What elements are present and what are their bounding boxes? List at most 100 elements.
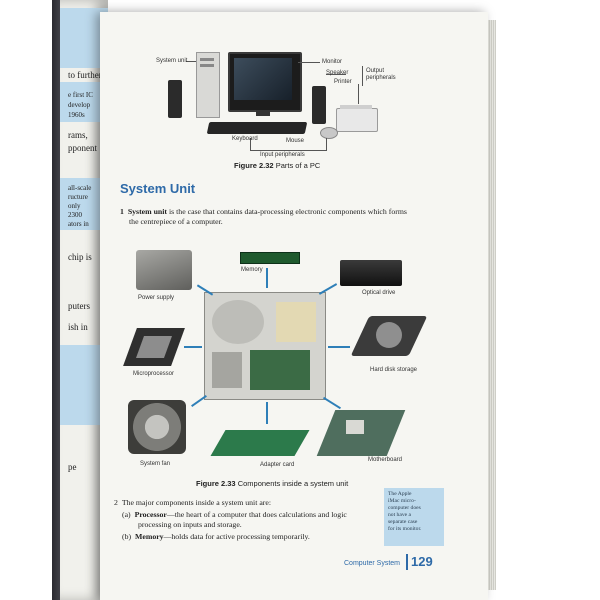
paragraph: 1 System unit is the case that contains … bbox=[120, 207, 407, 216]
figure-number: Figure 2.33 bbox=[196, 479, 236, 488]
system-unit-image bbox=[196, 52, 220, 118]
label-system-unit: System unit bbox=[156, 58, 188, 64]
arrow bbox=[318, 283, 338, 295]
arrow bbox=[322, 396, 342, 410]
left-text: all-scale bbox=[68, 184, 92, 192]
system-fan-image bbox=[128, 400, 186, 454]
paragraph-term: System unit bbox=[127, 207, 168, 216]
item-term: Processor bbox=[134, 510, 167, 519]
left-text: to further bbox=[68, 70, 102, 80]
paragraph-line2: the centrepiece of a computer. bbox=[129, 217, 223, 226]
memory-image bbox=[240, 252, 300, 264]
footer-section: Computer System bbox=[344, 560, 401, 567]
arrow bbox=[191, 395, 207, 407]
item-text: —holds data for active processing tempor… bbox=[163, 532, 310, 541]
figure-title: Components inside a system unit bbox=[237, 479, 349, 488]
list-item: (b) Memory—holds data for active process… bbox=[122, 532, 310, 541]
monitor-stand-image bbox=[256, 110, 270, 116]
label-keyboard: Keyboard bbox=[232, 136, 258, 142]
left-text: develop bbox=[68, 101, 91, 109]
left-text: e first IC bbox=[68, 91, 93, 99]
mouse-image bbox=[320, 127, 338, 139]
case-fan-image bbox=[212, 300, 264, 344]
item-term: Memory bbox=[135, 532, 164, 541]
label-input-peripherals: Input peripherals bbox=[260, 152, 305, 158]
left-text: rams, bbox=[68, 130, 88, 140]
label-monitor: Monitor bbox=[322, 59, 343, 65]
label-printer: Printer bbox=[334, 79, 352, 85]
label-speaker: Speaker bbox=[326, 70, 349, 76]
leader-line bbox=[326, 74, 346, 75]
arrow bbox=[266, 402, 268, 424]
book-page: System unit Monitor Speaker Printer Outp… bbox=[100, 12, 488, 600]
left-text: ators in bbox=[68, 220, 89, 228]
label-hard-disk: Hard disk storage bbox=[370, 367, 418, 373]
list-item: (a) Processor—the heart of a computer th… bbox=[122, 510, 347, 519]
label-power-supply: Power supply bbox=[138, 295, 175, 301]
label-system-fan: System fan bbox=[140, 461, 171, 467]
power-supply-image bbox=[136, 250, 192, 290]
left-text: pponent bbox=[68, 143, 97, 153]
side-note-line: The Apple bbox=[388, 491, 412, 497]
figure-title: Parts of a PC bbox=[275, 161, 321, 170]
leader-line bbox=[358, 84, 359, 104]
label-output-peripherals: Output peripherals bbox=[366, 68, 396, 81]
right-speaker-image bbox=[312, 86, 326, 124]
case-psu-image bbox=[276, 302, 316, 342]
left-text: ish in bbox=[68, 322, 88, 332]
side-note-line: separate case bbox=[388, 519, 418, 525]
disk-platter-image bbox=[376, 322, 402, 348]
label-memory: Memory bbox=[241, 267, 263, 273]
case-bay-image bbox=[212, 352, 242, 388]
leader-line bbox=[186, 61, 196, 62]
side-note-line: iMac micro- bbox=[388, 498, 416, 504]
output-bracket bbox=[362, 66, 363, 86]
label-mouse: Mouse bbox=[286, 138, 305, 144]
page-number: 129 bbox=[411, 554, 433, 569]
figure-caption: Figure 2.33 Components inside a system u… bbox=[196, 479, 348, 488]
side-note: The Apple iMac micro- computer does not … bbox=[384, 488, 444, 546]
list-item-line2: processing on inputs and storage. bbox=[138, 520, 242, 529]
monitor-screen-image bbox=[234, 58, 292, 100]
left-speaker-image bbox=[168, 80, 182, 118]
keyboard-image bbox=[206, 122, 308, 134]
printer-tray-image bbox=[340, 105, 372, 109]
side-note-line: computer does bbox=[388, 505, 421, 511]
item-letter: (a) bbox=[122, 510, 131, 519]
arrow bbox=[266, 268, 268, 288]
label-microprocessor: Microprocessor bbox=[133, 371, 175, 377]
input-bracket bbox=[250, 150, 327, 151]
figure-number: Figure 2.32 bbox=[234, 161, 274, 170]
leader-line bbox=[250, 138, 251, 150]
drive-bay-image bbox=[200, 58, 214, 61]
arrow bbox=[328, 346, 350, 348]
optical-drive-image bbox=[340, 260, 402, 286]
list-intro-text: The major components inside a system uni… bbox=[121, 498, 272, 507]
label-optical-drive: Optical drive bbox=[362, 290, 396, 296]
label-adapter-card: Adapter card bbox=[260, 462, 295, 468]
left-text: pe bbox=[68, 462, 77, 472]
board-socket-image bbox=[346, 420, 364, 434]
printer-image bbox=[336, 108, 378, 132]
case-board-image bbox=[250, 350, 310, 390]
item-letter: (b) bbox=[122, 532, 132, 541]
left-text: 1960s bbox=[68, 111, 85, 119]
list-intro: 2 The major components inside a system u… bbox=[114, 498, 271, 507]
list-number: 2 bbox=[114, 498, 118, 507]
arrow bbox=[184, 346, 202, 348]
item-text: —the heart of a computer that does calcu… bbox=[166, 510, 347, 519]
leader-line bbox=[298, 62, 320, 63]
paragraph-number: 1 bbox=[120, 207, 124, 216]
left-text: chip is bbox=[68, 252, 92, 262]
left-text: ructure bbox=[68, 193, 88, 201]
leader-line bbox=[326, 138, 327, 150]
paragraph-text: is the case that contains data-processin… bbox=[167, 207, 407, 216]
label-motherboard: Motherboard bbox=[368, 457, 403, 463]
adapter-card-image bbox=[210, 430, 310, 456]
left-text: 2300 bbox=[68, 211, 82, 219]
section-heading: System Unit bbox=[120, 181, 196, 196]
side-note-line: for its monitor. bbox=[388, 526, 422, 532]
left-text: only bbox=[68, 202, 81, 210]
page-edges bbox=[486, 20, 496, 590]
footer-divider bbox=[406, 554, 408, 570]
